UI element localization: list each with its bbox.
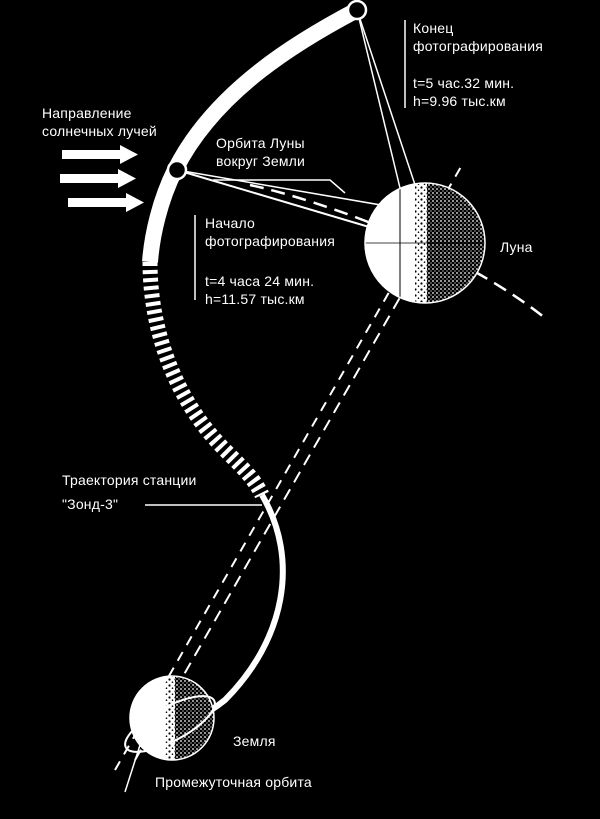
moon (365, 183, 485, 303)
moon-label: Луна (500, 239, 533, 255)
start-photo-label-line2: фотографирования (205, 233, 335, 249)
end-photography-point (346, 0, 368, 21)
earth-label: Земля (233, 733, 276, 749)
moon-outline (364, 182, 486, 304)
end-height-label: h=9.96 тыс.км (413, 93, 506, 109)
moon-orbit-label-line2: вокруг Земли (216, 153, 305, 169)
intermediate-orbit-label: Промежуточная орбита (155, 774, 312, 790)
end-photo-label-line1: Конец (413, 20, 453, 36)
start-point-line-a (176, 169, 411, 211)
start-photography-point (166, 159, 188, 181)
trajectory-label-line1: Траектория станции (62, 472, 197, 488)
moon-orbit-dashed-line (249, 183, 546, 319)
trajectory-label-line2: "Зонд-3" (62, 496, 118, 512)
start-photo-label-line1: Начало (205, 215, 255, 231)
moon-orbit-leader (213, 179, 346, 194)
end-time-label: t=5 час.32 мин. (413, 75, 514, 91)
orbit-label-leader (124, 744, 141, 793)
end-point-line-a (356, 9, 401, 189)
start-time-label: t=4 часа 24 мин. (205, 273, 314, 289)
sun-rays-label-line2: солнечных лучей (42, 123, 157, 139)
trajectory-lower-curve (196, 493, 286, 720)
end-photo-label-line2: фотографирования (413, 38, 543, 54)
earth-outline (129, 675, 215, 761)
sun-rays-label-line1: Направление (42, 105, 132, 121)
start-height-label: h=11.57 тыс.км (205, 291, 305, 307)
moon-orbit-label-line1: Орбита Луны (216, 135, 305, 151)
intermediate-orbit-ellipse (124, 695, 216, 753)
trajectory-upper-arc (142, 2, 361, 263)
sun-ray-arrows (60, 145, 144, 212)
